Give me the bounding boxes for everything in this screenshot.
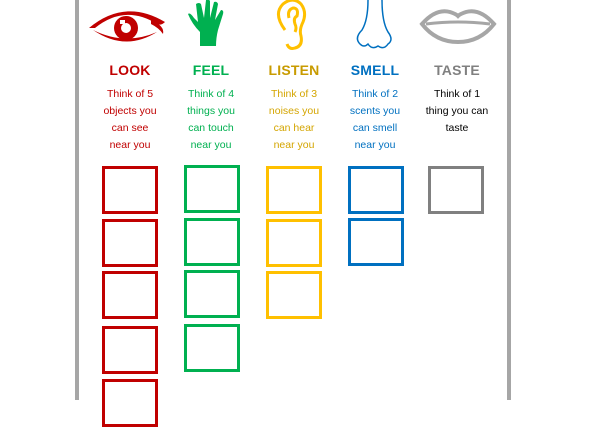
feel-answer-box-2[interactable] bbox=[184, 218, 240, 266]
look-answer-box-4[interactable] bbox=[102, 326, 158, 374]
look-answer-box-2[interactable] bbox=[102, 219, 158, 267]
smell-answer-box-2[interactable] bbox=[348, 218, 404, 266]
page-border-right bbox=[507, 0, 511, 400]
ear-icon bbox=[277, 0, 307, 50]
desc-line: noises you bbox=[268, 105, 320, 117]
look-answer-box-3[interactable] bbox=[102, 271, 158, 319]
desc-line: Think of 3 bbox=[270, 88, 318, 100]
page-border-left bbox=[75, 0, 79, 400]
feel-answer-box-4[interactable] bbox=[184, 324, 240, 372]
taste-answer-box-1[interactable] bbox=[428, 166, 484, 214]
desc-line: near you bbox=[109, 139, 151, 151]
nose-icon bbox=[356, 0, 392, 49]
desc-line: can see bbox=[111, 122, 149, 134]
look-answer-box-1[interactable] bbox=[102, 166, 158, 214]
desc-line: can touch bbox=[188, 122, 234, 134]
smell-instructions: Think of 2 scents you can smell near you bbox=[330, 86, 420, 154]
desc-line: Think of 1 bbox=[433, 88, 481, 100]
desc-line: Think of 5 bbox=[106, 88, 154, 100]
look-title: LOOK bbox=[109, 62, 151, 78]
listen-answer-box-2[interactable] bbox=[266, 219, 322, 267]
listen-answer-box-1[interactable] bbox=[266, 166, 322, 214]
desc-line: thing you can bbox=[425, 105, 489, 117]
feel-instructions: Think of 4 things you can touch near you bbox=[166, 86, 256, 154]
look-answer-box-5[interactable] bbox=[102, 379, 158, 427]
taste-instructions: Think of 1 thing you can taste bbox=[412, 86, 502, 137]
taste-title: TASTE bbox=[434, 62, 480, 78]
desc-line: near you bbox=[354, 139, 396, 151]
eye-icon bbox=[89, 11, 165, 42]
smell-title: SMELL bbox=[350, 62, 400, 78]
hand-icon bbox=[188, 0, 224, 46]
desc-line: near you bbox=[190, 139, 232, 151]
listen-title: LISTEN bbox=[268, 62, 320, 78]
look-instructions: Think of 5 objects you can see near you bbox=[85, 86, 175, 154]
feel-answer-box-3[interactable] bbox=[184, 270, 240, 318]
desc-line: Think of 4 bbox=[187, 88, 235, 100]
desc-line: near you bbox=[273, 139, 315, 151]
lips-icon bbox=[419, 9, 497, 45]
listen-answer-box-3[interactable] bbox=[266, 271, 322, 319]
feel-title: FEEL bbox=[192, 62, 230, 78]
desc-line: taste bbox=[445, 122, 469, 134]
desc-line: Think of 2 bbox=[351, 88, 399, 100]
desc-line: can smell bbox=[352, 122, 398, 134]
desc-line: things you bbox=[187, 105, 235, 117]
feel-answer-box-1[interactable] bbox=[184, 165, 240, 213]
desc-line: scents you bbox=[349, 105, 401, 117]
listen-instructions: Think of 3 noises you can hear near you bbox=[249, 86, 339, 154]
desc-line: can hear bbox=[273, 122, 315, 134]
smell-answer-box-1[interactable] bbox=[348, 166, 404, 214]
desc-line: objects you bbox=[103, 105, 157, 117]
